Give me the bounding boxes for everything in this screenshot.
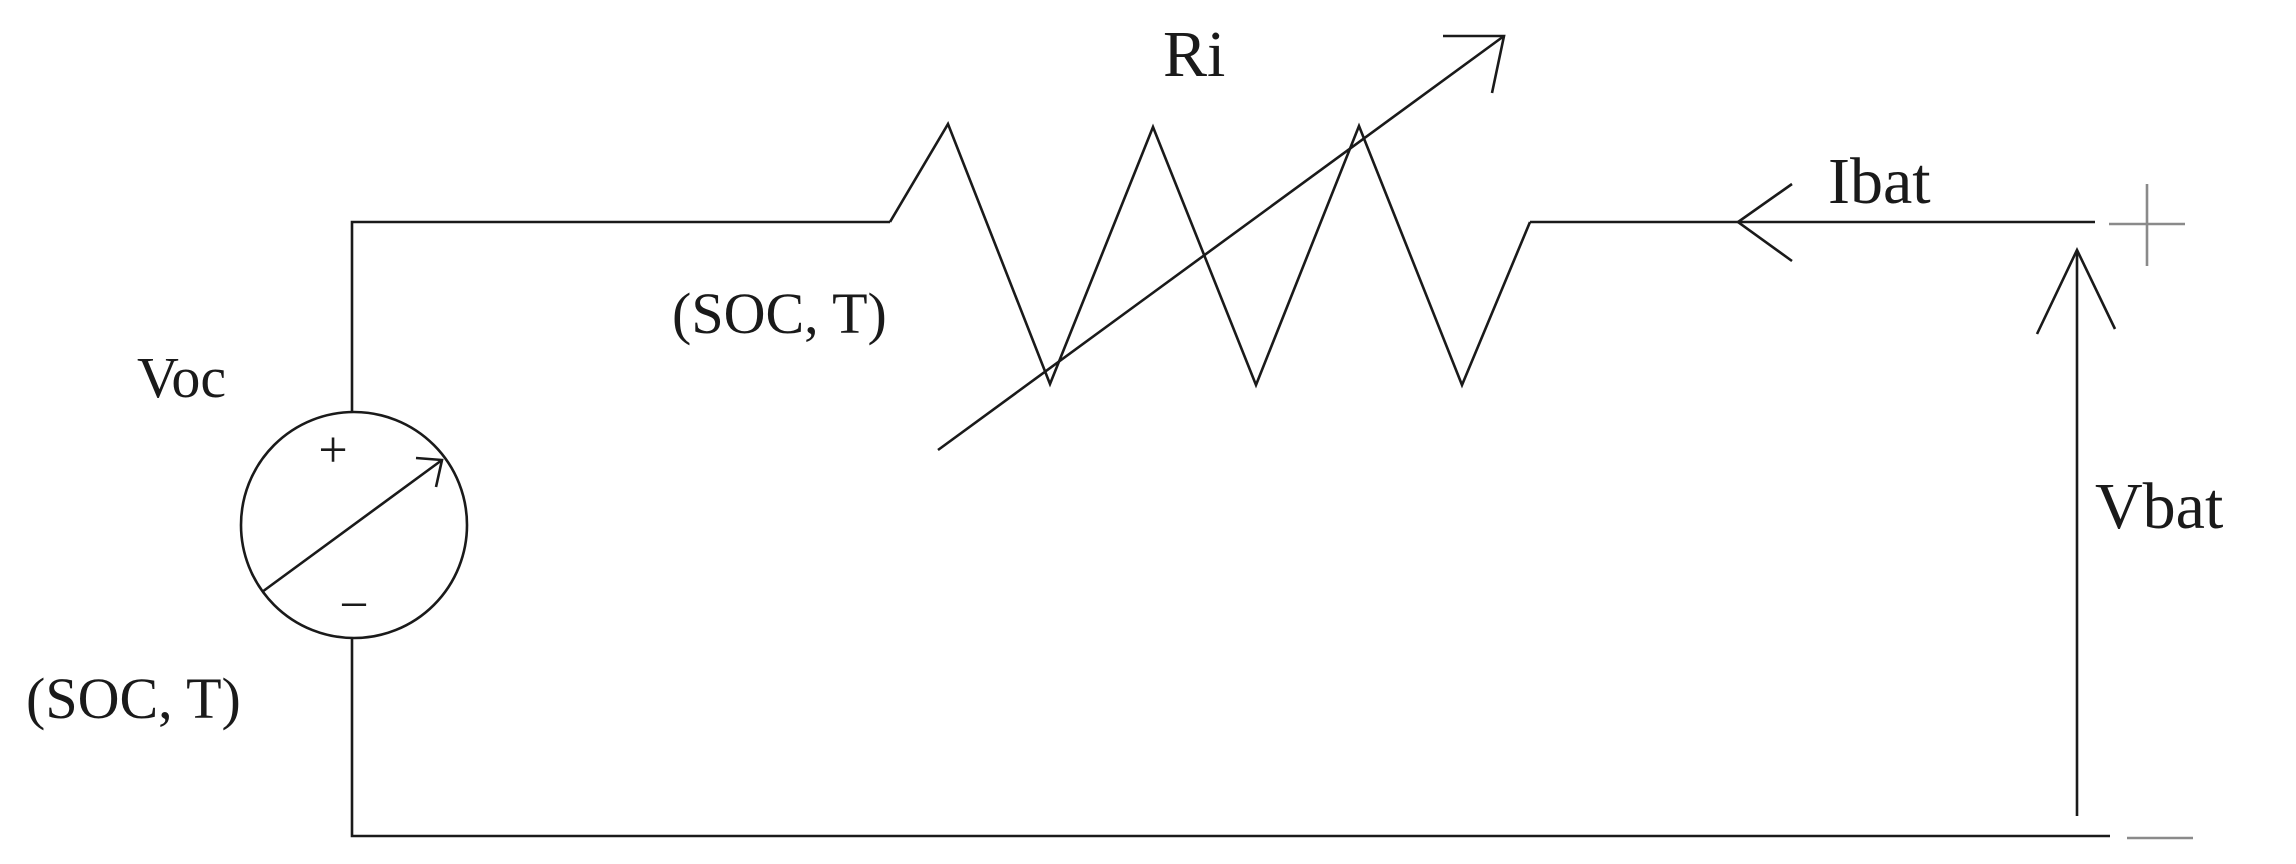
source-plus-sign: + — [318, 422, 347, 479]
resistor-zigzag — [888, 121, 1532, 389]
source-minus-sign: − — [339, 577, 368, 634]
source-arrow — [261, 458, 443, 594]
voltage-arrow — [2035, 246, 2117, 816]
voltage-label: Vbat — [2095, 470, 2223, 543]
terminal-plus-sign — [2109, 184, 2185, 266]
top-left-wire — [350, 220, 890, 412]
source-dependency-label: (SOC, T) — [26, 666, 241, 731]
source-arrow-head — [415, 456, 444, 488]
current-label: Ibat — [1828, 145, 1931, 218]
voltage-source — [239, 410, 469, 640]
source-label: Voc — [137, 345, 226, 410]
resistor-dependency-label: (SOC, T) — [672, 281, 887, 346]
bottom-left-wire — [350, 638, 2110, 838]
resistor-label: Ri — [1163, 18, 1225, 91]
variable-arrow — [937, 34, 1506, 452]
current-arrow-head — [1735, 182, 1793, 263]
